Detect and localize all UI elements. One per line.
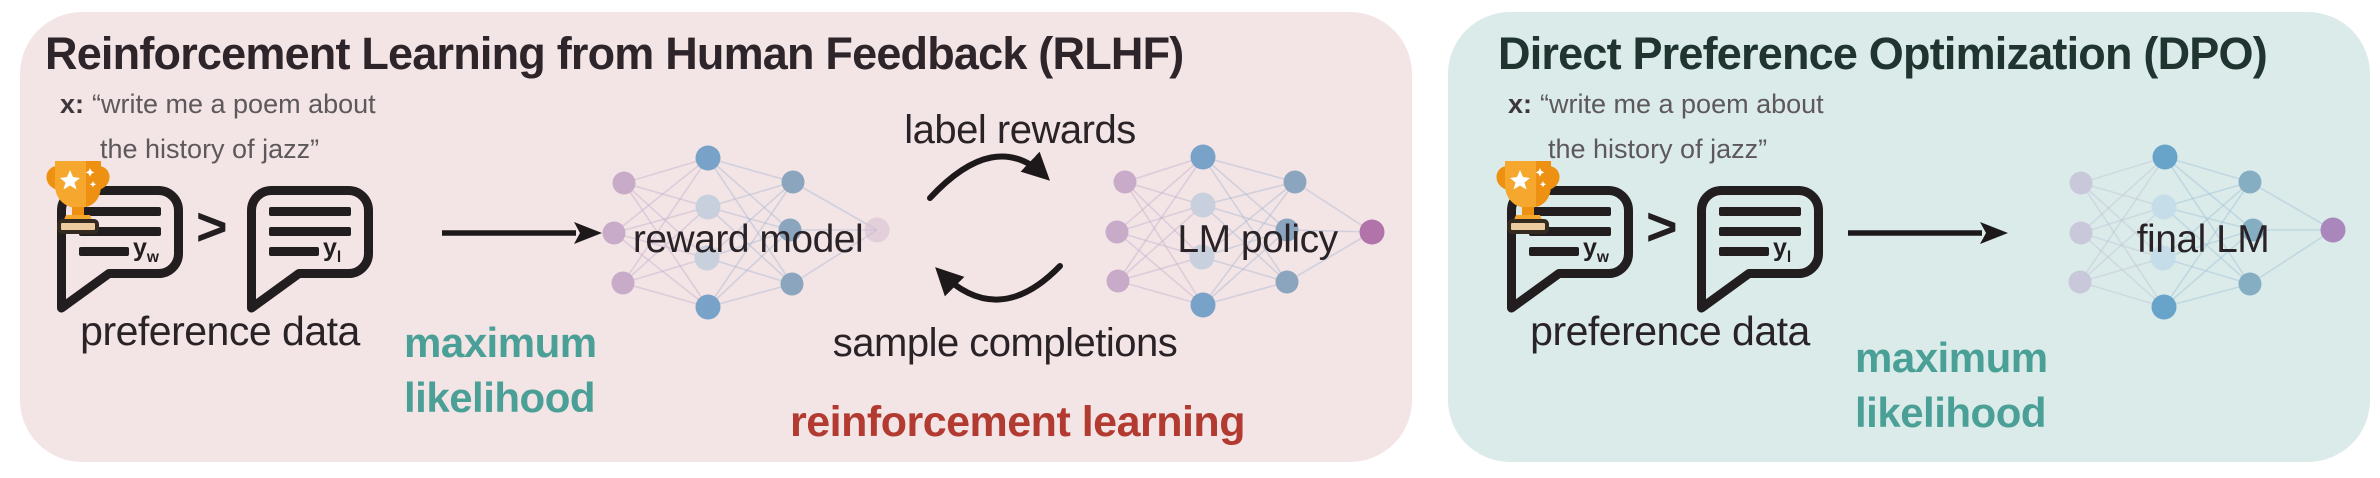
right-arrow-icon (442, 222, 602, 244)
preference-comparator: > (196, 197, 228, 257)
rejected-response-bubble: yl (1697, 186, 1827, 322)
winner-response-label: yw (1583, 234, 1609, 266)
prompt-x-variable: x: (1508, 89, 1533, 119)
preference-data-label: preference data (80, 308, 360, 354)
winner-response-label: yw (133, 234, 159, 266)
label-rewards-label: label rewards (904, 108, 1136, 152)
dpo-panel: Direct Preference Optimization (DPO) x:“… (1448, 12, 2370, 462)
dpo-prompt-text: x:“write me a poem about the history of … (1508, 89, 1824, 164)
final-lm-label: final LM (2136, 218, 2270, 261)
maximum-likelihood-label: maximum likelihood (1855, 334, 2048, 436)
speech-bubble-icon (1697, 186, 1823, 313)
reinforcement-learning-label: reinforcement learning (790, 398, 1245, 446)
trophy-icon (1496, 161, 1560, 234)
rlhf-title: Reinforcement Learning from Human Feedba… (45, 28, 1184, 79)
loser-response-label: yl (323, 234, 342, 266)
preference-comparator: > (1646, 197, 1678, 257)
dpo-title: Direct Preference Optimization (DPO) (1498, 28, 2268, 79)
sample-completions-label: sample completions (832, 321, 1178, 365)
rlhf-panel: Reinforcement Learning from Human Feedba… (20, 12, 1412, 462)
maximum-likelihood-label: maximum likelihood (404, 319, 597, 421)
loser-response-label: yl (1773, 234, 1792, 266)
rejected-response-bubble: yl (247, 186, 377, 322)
cycle-arrows-icon (927, 151, 1063, 303)
lm-policy-label: LM policy (1177, 218, 1338, 261)
reward-model-network (602, 145, 890, 320)
prompt-x-variable: x: (60, 89, 85, 119)
lm-policy-network (1105, 144, 1385, 318)
speech-bubble-icon (247, 186, 373, 313)
preference-data-label: preference data (1530, 308, 1810, 354)
reward-model-label: reward model (632, 218, 864, 261)
trophy-icon (46, 161, 110, 234)
right-arrow-icon (1848, 222, 2008, 244)
rlhf-prompt-text: x:“write me a poem about the history of … (60, 89, 376, 164)
final-lm-network (2068, 144, 2346, 320)
